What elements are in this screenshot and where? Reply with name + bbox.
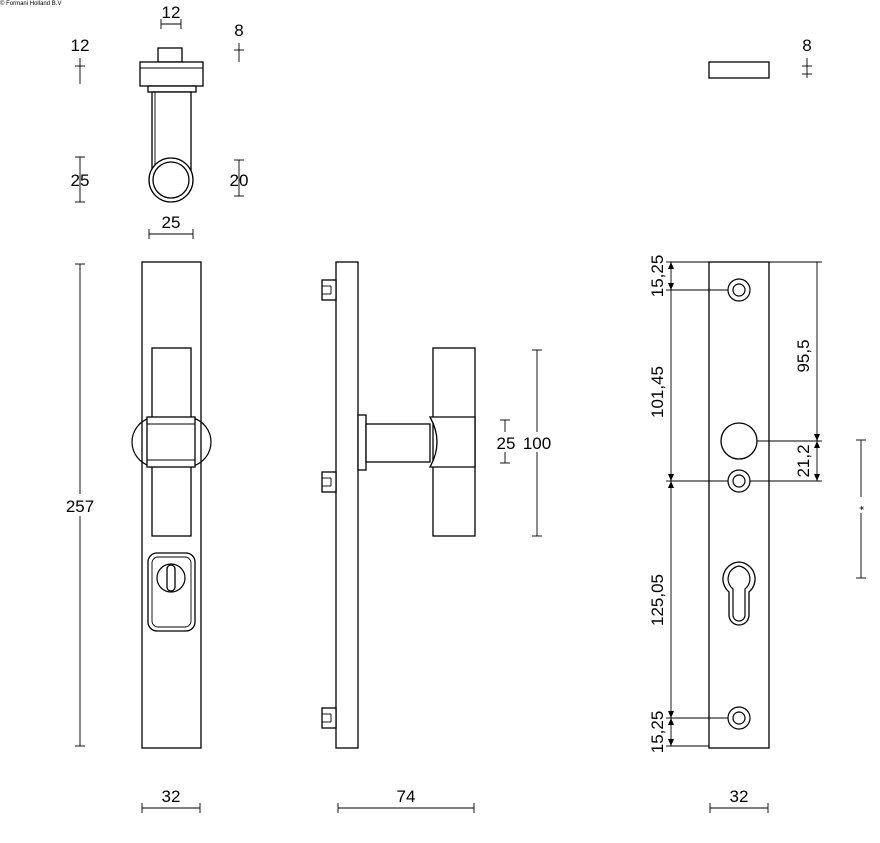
side-neck <box>365 423 431 463</box>
dim-lower-section-label: 125,05 <box>648 574 667 626</box>
dim-depth-label: 74 <box>397 787 416 806</box>
dim-plate-width-label: 32 <box>730 787 749 806</box>
dim-star <box>855 439 867 579</box>
dim-chain-left <box>646 261 676 747</box>
dim-knob-width <box>148 229 194 239</box>
dim-plate-width <box>709 803 769 813</box>
dim-front-height <box>62 263 98 747</box>
screw-hole-middle-inner <box>732 474 746 488</box>
dim-knob-outer <box>75 156 85 203</box>
top-pin <box>157 47 183 63</box>
escutcheon-inner <box>151 556 192 628</box>
screw-hole-top-inner <box>732 283 746 297</box>
dim-knob-outer-label: 25 <box>71 171 90 190</box>
copyright-text: © Formani Holland B.V <box>0 0 61 7</box>
dim-knob-inner-label: 20 <box>230 171 249 190</box>
screw-hole-bottom-inner <box>732 711 746 725</box>
dim-grip-length <box>520 349 554 537</box>
side-plate <box>335 261 359 749</box>
dim-star-label: * <box>857 505 871 510</box>
front-view: 257 32 <box>62 261 212 813</box>
cylinder-cutout-inner <box>727 565 751 622</box>
dim-front-height-label: 257 <box>66 497 94 516</box>
plate-thickness-strip <box>708 61 770 79</box>
dim-spindle-top-label: 95,5 <box>794 339 813 372</box>
dim-chain-right <box>795 261 822 482</box>
top-cap <box>139 61 204 87</box>
dim-bottom-margin-label: 15,25 <box>648 711 667 754</box>
dim-cap-height-label: 12 <box>71 36 90 55</box>
dim-cap-height <box>75 58 85 84</box>
dim-pin-width <box>160 19 182 29</box>
cylinder-cutout <box>722 561 756 626</box>
dim-pin-height <box>234 43 244 62</box>
thumbturn-slot <box>166 564 176 592</box>
thumbturn-ring <box>156 563 186 593</box>
top-view: 12 8 12 25 20 <box>71 3 249 239</box>
top-neck <box>147 85 197 93</box>
side-screw-bottom <box>321 707 337 729</box>
plate-view: 8 <box>646 36 871 813</box>
back-plate <box>708 261 770 749</box>
dim-grip-length-label: 100 <box>523 434 551 453</box>
dim-plate-thickness <box>802 58 812 78</box>
rosette-left-arc <box>131 417 151 467</box>
dim-front-width-label: 32 <box>162 787 181 806</box>
side-hub <box>428 416 476 468</box>
dim-plate-thickness-label: 8 <box>802 36 811 55</box>
side-view: 25 100 74 <box>321 261 554 813</box>
side-screw-middle <box>321 471 337 493</box>
dim-knob-inner <box>234 159 244 197</box>
dim-depth <box>337 803 475 813</box>
front-hub <box>146 416 196 468</box>
dim-upper-section-label: 101,45 <box>648 366 667 418</box>
dim-front-width <box>141 803 201 813</box>
knob-inner <box>152 161 190 199</box>
side-screw-top <box>321 279 337 301</box>
dim-pin-width-label: 12 <box>162 3 181 22</box>
dim-grip-diameter-label: 25 <box>497 434 516 453</box>
dim-grip-diameter <box>495 419 517 464</box>
rosette-right-arc <box>192 417 212 467</box>
dim-spindle-offset-label: 21,2 <box>794 444 813 477</box>
side-rosette <box>357 414 367 471</box>
dim-knob-width-label: 25 <box>162 213 181 232</box>
dim-pin-height-label: 8 <box>234 21 243 40</box>
dim-top-margin-label: 15,25 <box>648 255 667 298</box>
spindle-hole <box>720 422 758 460</box>
